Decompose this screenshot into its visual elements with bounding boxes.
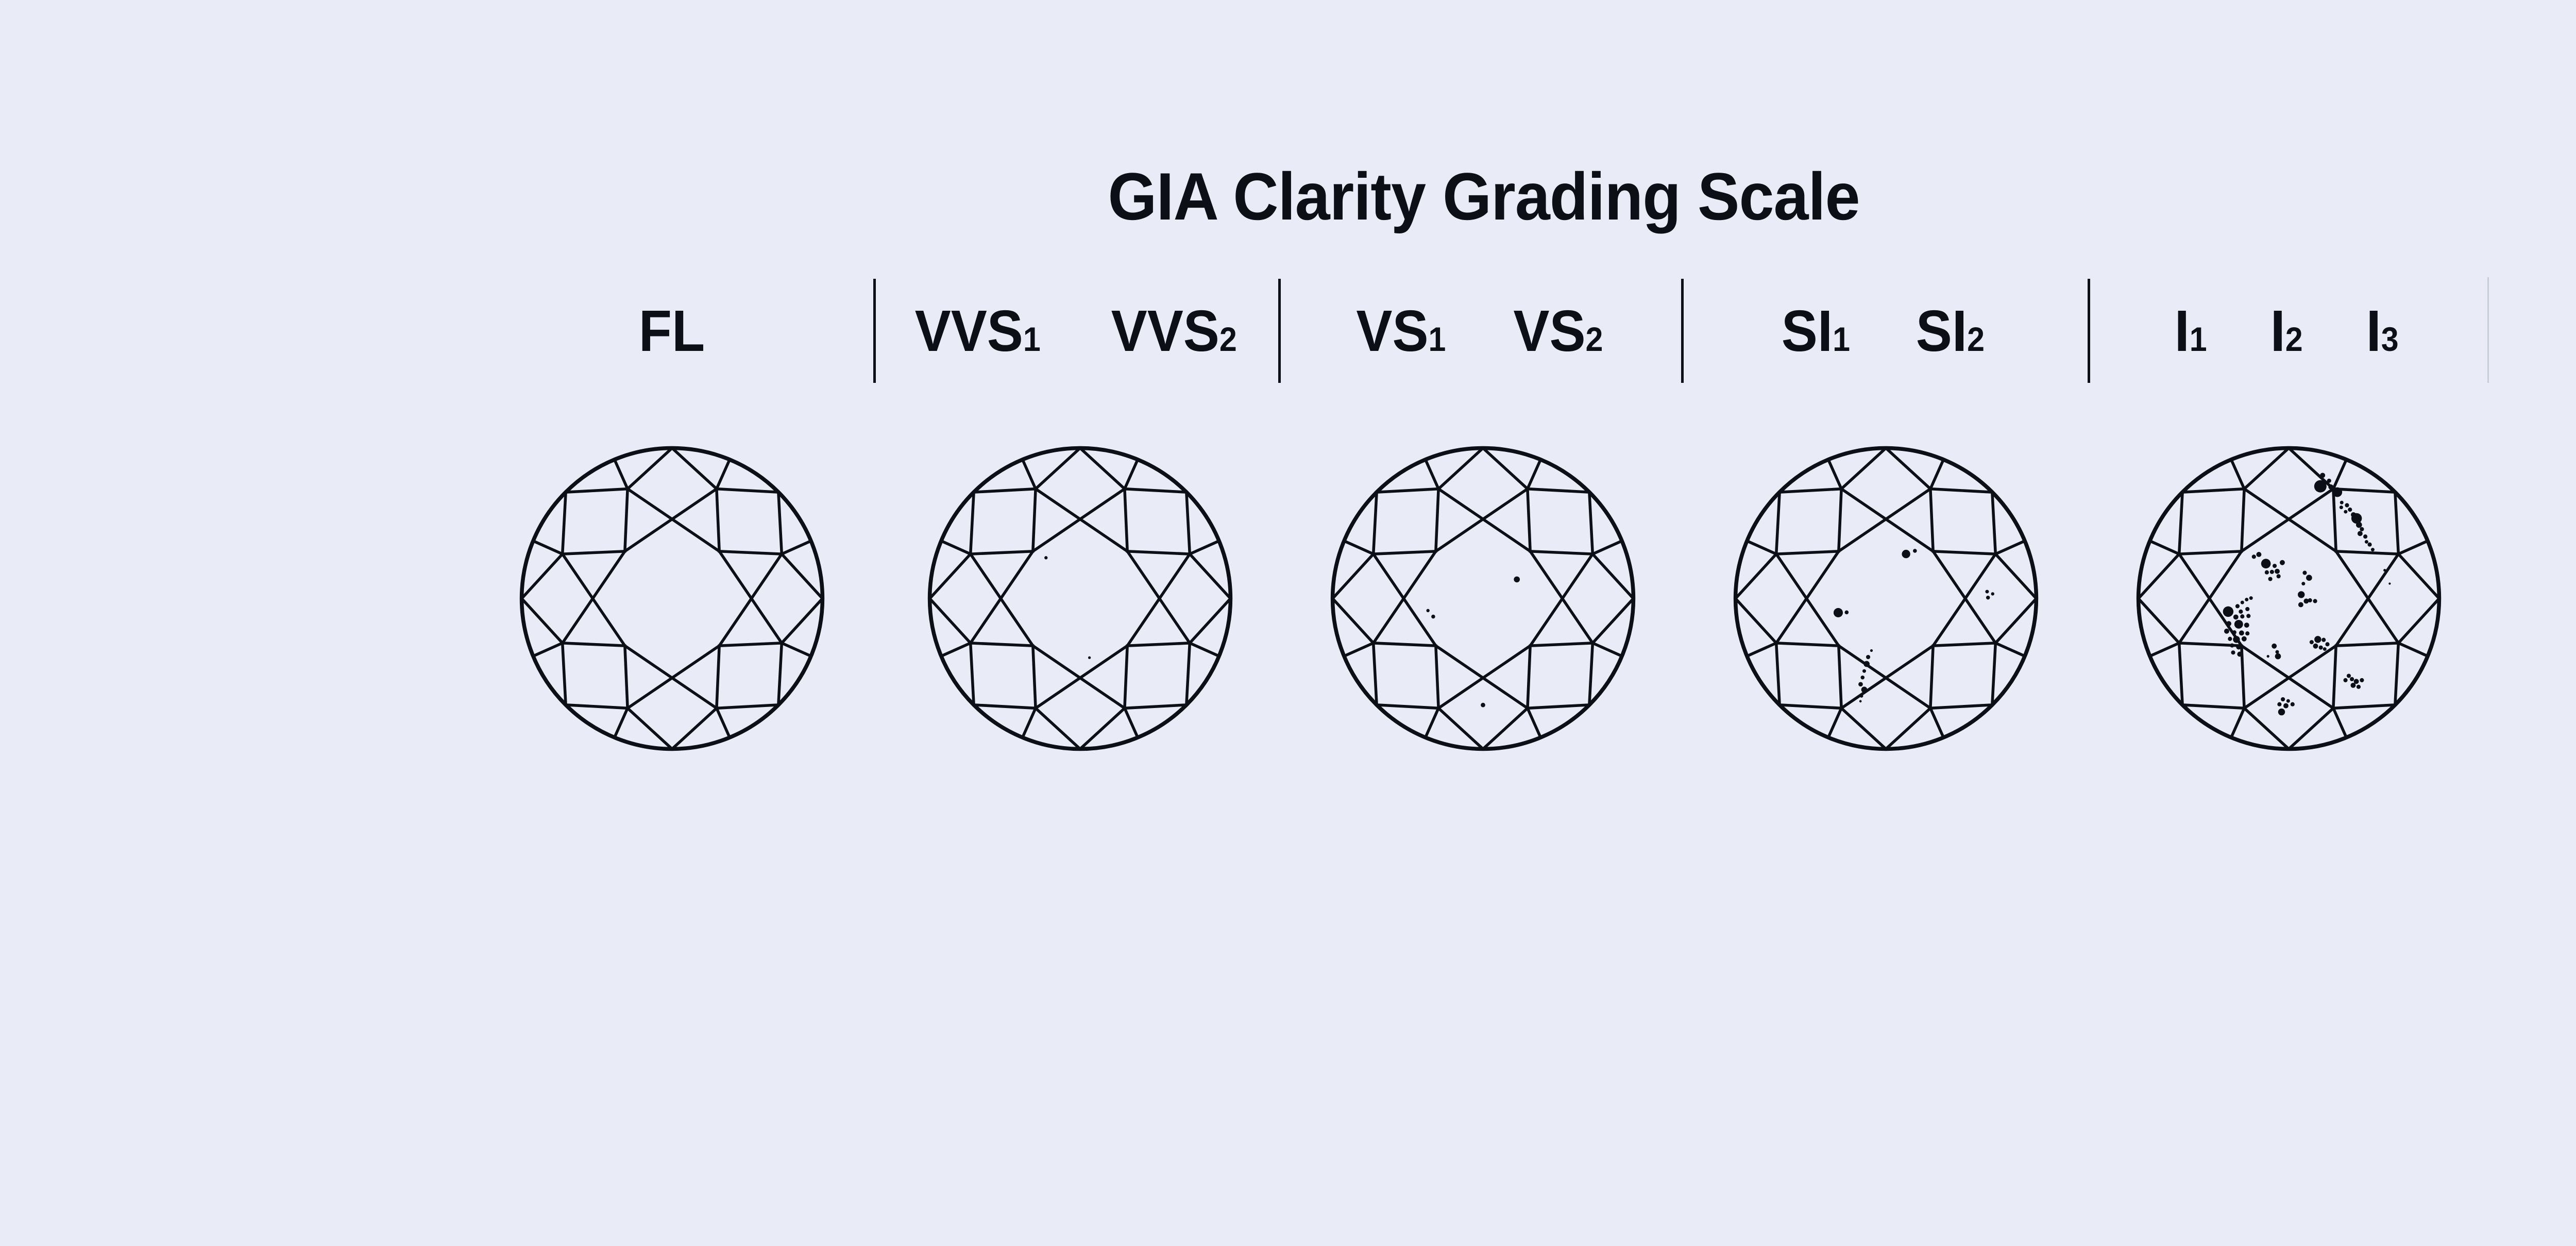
grade-label: I3 xyxy=(2366,298,2399,363)
grade-label: SI2 xyxy=(1916,298,1985,363)
diamond-fl-illustration xyxy=(519,446,824,751)
grade-label: VS1 xyxy=(1356,298,1446,363)
grade-group-fl: FL xyxy=(636,296,707,368)
grade-group-i: I1 I2 I3 xyxy=(2173,296,2400,368)
grade-group-vvs: VVS1 VVS2 xyxy=(910,296,1241,368)
grade-divider-dark xyxy=(1278,279,1281,383)
grade-label: VVS1 xyxy=(914,298,1041,363)
grade-divider-light xyxy=(2487,277,2489,383)
diamond-vvs-illustration xyxy=(927,446,1232,751)
grade-group-vs: VS1 VS2 xyxy=(1353,296,1606,368)
page-title: GIA Clarity Grading Scale xyxy=(1108,159,1860,234)
grade-divider-dark xyxy=(1681,279,1684,383)
grade-label: SI1 xyxy=(1781,298,1850,363)
diamond-si-illustration xyxy=(1733,446,2038,751)
grade-divider-dark xyxy=(2088,279,2090,383)
grade-group-si: SI1 SI2 xyxy=(1779,296,1987,368)
grade-label: VS2 xyxy=(1513,298,1603,363)
grade-label: I1 xyxy=(2174,298,2207,363)
grade-divider-dark xyxy=(873,279,876,383)
grade-label: I2 xyxy=(2270,298,2303,363)
diamond-vs-illustration xyxy=(1330,446,1635,751)
grade-label: VVS2 xyxy=(1111,298,1237,363)
grade-label: FL xyxy=(638,298,705,363)
diamond-i-illustration xyxy=(2136,446,2441,751)
